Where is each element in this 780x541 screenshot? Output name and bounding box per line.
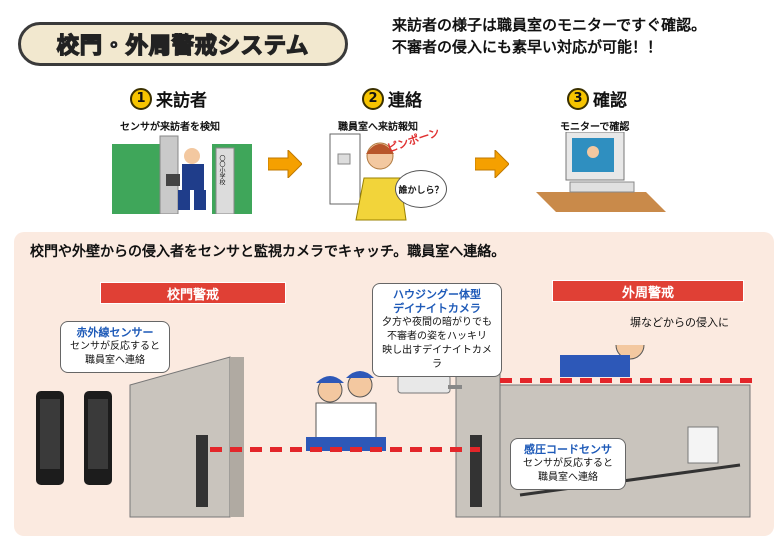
arrow-right-icon	[268, 150, 302, 178]
step-1-desc: センサが来訪者を検知	[120, 122, 220, 133]
arrow-right-icon	[475, 150, 509, 178]
camera-title-2: デイナイトカメラ	[393, 302, 481, 315]
step-2-desc: 職員室へ来訪報知	[338, 122, 418, 133]
step-2-number: 2	[362, 87, 384, 110]
perimeter-security-tag: 外周警戒	[552, 280, 744, 302]
camera-callout: ハウジングー体型 デイナイトカメラ 夕方や夜間の暗がりでも 不審者の姿をハッキリ…	[372, 283, 502, 377]
visitor-illustration	[112, 135, 252, 214]
infrared-line-1: センサが反応すると	[70, 341, 160, 352]
lead-text: 来訪者の様子は職員室のモニターですぐ確認。 不審者の侵入にも素早い対応が可能！！	[392, 14, 777, 58]
camera-line-3: 映し出すデイナイトカメラ	[382, 345, 492, 370]
gate-security-tag: 校門警戒	[100, 282, 286, 304]
step-1-title: 来訪者	[156, 91, 207, 111]
step-1-number: 1	[130, 87, 152, 110]
infrared-callout: 赤外線センサー センサが反応すると 職員室へ連絡	[60, 321, 170, 373]
speech-bubble-text: 誰かしら？	[398, 185, 444, 196]
pressure-line-1: センサが反応すると	[523, 458, 613, 469]
step-3-desc: モニターで確認	[560, 122, 630, 133]
step-2-title: 連絡	[388, 91, 422, 111]
lead-line-1: 来訪者の様子は職員室のモニターですぐ確認。	[392, 16, 707, 34]
infrared-title: 赤外線センサー	[76, 326, 154, 339]
step-1: 1 来訪者	[130, 86, 207, 111]
speech-bubble: 誰かしら？	[395, 170, 447, 208]
step-2: 2 連絡	[362, 86, 422, 111]
infrared-beam-gate	[210, 447, 480, 452]
pressure-title: 感圧コードセンサ	[524, 443, 612, 456]
infrared-sensor-photo	[36, 391, 112, 485]
camera-title-1: ハウジングー体型	[393, 288, 481, 301]
pressure-line-2: 職員室へ連絡	[538, 472, 598, 483]
wall-intrusion-label: 塀などからの侵入に	[630, 316, 729, 329]
page-title: 校門・外周警戒システム	[18, 22, 348, 66]
lead-line-2: 不審者の侵入にも素早い対応が可能！！	[392, 38, 663, 56]
infrared-line-2: 職員室へ連絡	[85, 355, 145, 366]
panel-headline: 校門や外壁からの侵入者をセンサと監視カメラでキャッチ。職員室へ連絡。	[30, 244, 506, 260]
monitor-illustration	[536, 132, 666, 212]
camera-line-1: 夕方や夜間の暗がりでも	[382, 317, 492, 328]
infrared-beam-wall	[500, 378, 756, 383]
school-sign: 〇〇小学校	[218, 155, 225, 185]
step-3-title: 確認	[593, 91, 627, 111]
page-title-text: 校門・外周警戒システム	[56, 33, 310, 60]
staff-illustration	[329, 133, 407, 221]
camera-line-2: 不審者の姿をハッキリ	[387, 331, 487, 342]
step-3: 3 確認	[567, 86, 627, 111]
pressure-callout: 感圧コードセンサ センサが反応すると 職員室へ連絡	[510, 438, 626, 490]
step-3-number: 3	[567, 87, 589, 110]
